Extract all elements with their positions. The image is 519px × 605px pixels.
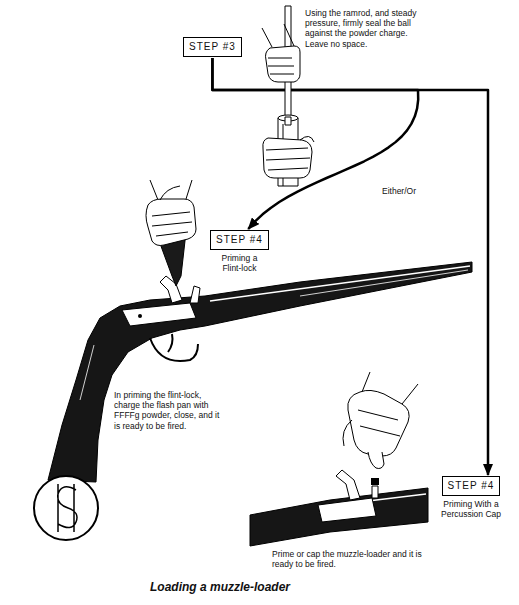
grip-highlight [80, 345, 94, 400]
gun-stock [250, 488, 428, 546]
finger [368, 452, 384, 469]
trigger [168, 334, 173, 352]
upper-hand [266, 46, 301, 82]
step-heading: STEP #4 [210, 230, 269, 250]
thumb [300, 136, 314, 142]
lower-hand [263, 138, 312, 178]
butt-cap [34, 476, 98, 540]
step-box: STEP #3 [183, 37, 242, 57]
ramrod-pipe [300, 270, 468, 296]
flintlock-pistol [34, 180, 472, 540]
finger-lines [152, 186, 192, 236]
pistol-stock [48, 262, 472, 482]
step-box: STEP #4 Priming With a Percussion Cap [432, 476, 510, 519]
branch-label: Either/Or [382, 186, 442, 196]
finger-lines [268, 58, 294, 74]
finger-lines [343, 410, 400, 446]
lock-plate [318, 498, 376, 522]
step-heading: STEP #4 [442, 476, 501, 496]
lock-screw [138, 314, 142, 318]
figure-caption: Loading a muzzle-loader [150, 580, 290, 594]
nipple [372, 486, 378, 498]
step-box: STEP #4 Priming a Flint-lock [210, 230, 269, 273]
instruction-note: Prime or cap the muzzle-loader and it is… [272, 549, 422, 569]
capping-hand [348, 390, 409, 456]
instruction-note: In priming the flint-lock, charge the fl… [114, 390, 222, 431]
trigger-guard [150, 338, 198, 361]
wrist-line [262, 28, 272, 47]
step-subtitle: Priming With a Percussion Cap [432, 499, 510, 519]
wrist-line [150, 180, 158, 200]
step-subtitle: Priming a Flint-lock [213, 253, 265, 273]
wrist-line [362, 372, 370, 392]
percussion-gun [250, 372, 428, 546]
hammer [336, 470, 360, 500]
lock-plate [122, 303, 196, 326]
percussion-cap [371, 478, 379, 485]
ramrod-end [285, 117, 291, 125]
wrist-line [186, 180, 192, 199]
frizzen [190, 286, 200, 303]
step-heading: STEP #3 [183, 37, 242, 57]
wrist-line [402, 384, 418, 404]
butt-scroll [58, 484, 77, 532]
instruction-note: Using the ramrod, and steady pressure, f… [305, 8, 425, 49]
wrist-line [284, 24, 294, 46]
flow-arrow [212, 58, 418, 229]
finger-lines [266, 148, 310, 170]
